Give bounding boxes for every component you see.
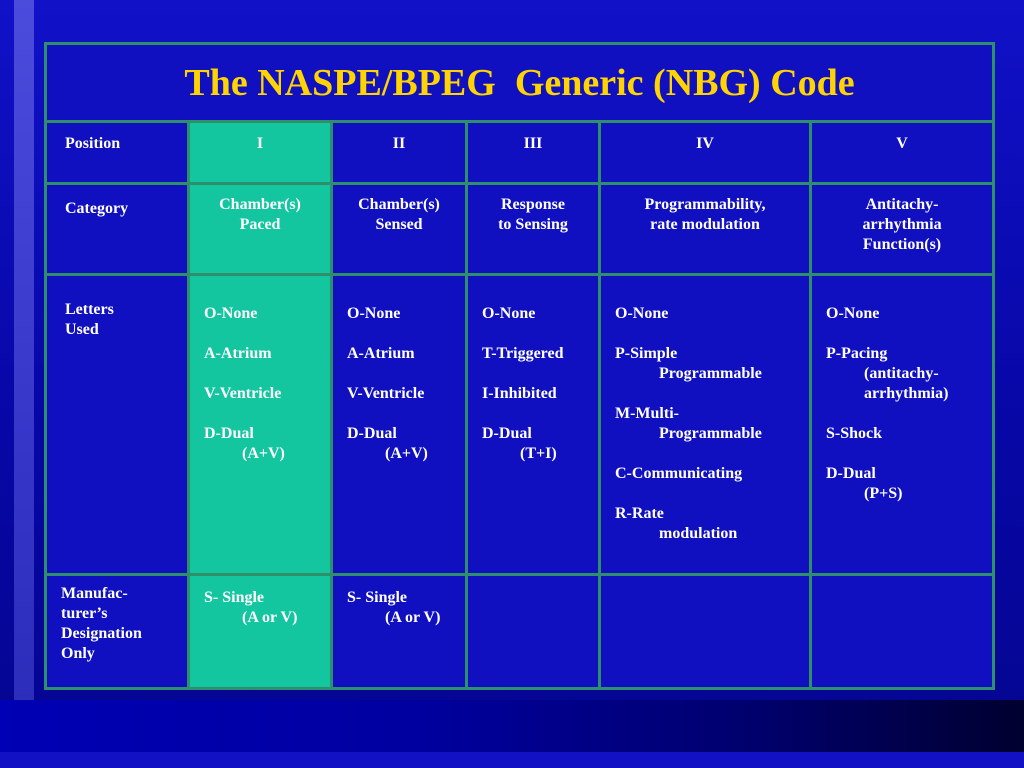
- letter-code: D-Dual: [826, 465, 876, 482]
- row-label-category: Category: [44, 182, 190, 276]
- letter-code-detail: Programmable: [659, 425, 762, 442]
- slide-title: The NASPE/BPEG Generic (NBG) Code: [184, 61, 855, 104]
- manufacturer-col-5: [808, 573, 996, 690]
- letter-code-detail: (antitachy- arrhythmia): [864, 365, 949, 402]
- letter-code: D-Dual: [347, 425, 397, 442]
- letter-entry: V-Ventricle: [347, 384, 465, 404]
- letter-code: P-Simple: [615, 345, 678, 362]
- manufacturer-row: Manufac- turer’s Designation Only S- Sin…: [44, 573, 996, 690]
- letter-code: A-Atrium: [347, 345, 415, 362]
- row-label-position: Position: [44, 120, 190, 185]
- manufacturer-col-1: S- Single (A or V): [187, 573, 333, 690]
- letter-entry: O-None: [482, 304, 598, 324]
- letter-code: P-Pacing: [826, 345, 888, 362]
- position-row: Position I II III IV V: [44, 120, 996, 185]
- category-1: Chamber(s) Paced: [187, 182, 333, 276]
- letter-code-detail: (T+I): [520, 445, 557, 462]
- letter-code: O-None: [204, 305, 258, 322]
- letter-entry: O-None: [204, 304, 330, 324]
- decorative-horizontal-bar: [0, 700, 1024, 752]
- title-cell: The NASPE/BPEG Generic (NBG) Code: [43, 42, 996, 123]
- decorative-bottom-strip: [0, 752, 1024, 768]
- letter-entry: M-Multi- Programmable: [615, 404, 809, 444]
- decorative-vertical-bar: [14, 0, 34, 768]
- letter-code: M-Multi-: [615, 405, 679, 422]
- manufacturer-code: S- Single: [347, 589, 408, 606]
- letter-entry: O-None: [347, 304, 465, 324]
- letter-code-detail: (A+V): [385, 445, 428, 462]
- letter-code: V-Ventricle: [347, 385, 425, 402]
- letter-entry: A-Atrium: [204, 344, 330, 364]
- manufacturer-col-4: [598, 573, 812, 690]
- letter-entry: D-Dual (P+S): [826, 464, 992, 504]
- letter-code: O-None: [482, 305, 536, 322]
- category-2: Chamber(s) Sensed: [330, 182, 468, 276]
- row-label-letters: Letters Used: [44, 273, 190, 576]
- letter-code-detail: modulation: [659, 525, 738, 542]
- nbg-code-table: The NASPE/BPEG Generic (NBG) Code Positi…: [43, 42, 996, 690]
- letter-code: A-Atrium: [204, 345, 272, 362]
- manufacturer-code-detail: (A or V): [242, 609, 298, 626]
- position-header-1: I: [187, 120, 333, 185]
- letter-code: V-Ventricle: [204, 385, 282, 402]
- letter-entry: I-Inhibited: [482, 384, 598, 404]
- category-4: Programmability, rate modulation: [598, 182, 812, 276]
- letter-code: C-Communicating: [615, 465, 743, 482]
- letter-code: R-Rate: [615, 505, 664, 522]
- letter-entry: P-Pacing (antitachy- arrhythmia): [826, 344, 992, 404]
- letter-code: O-None: [347, 305, 401, 322]
- manufacturer-code: S- Single: [204, 589, 265, 606]
- letter-code: S-Shock: [826, 425, 883, 442]
- manufacturer-col-2: S- Single (A or V): [330, 573, 468, 690]
- letter-entry: D-Dual (A+V): [204, 424, 330, 464]
- letter-code-detail: Programmable: [659, 365, 762, 382]
- letter-entry: D-Dual (T+I): [482, 424, 598, 464]
- position-header-2: II: [330, 120, 468, 185]
- letter-entry: D-Dual (A+V): [347, 424, 465, 464]
- letter-code: I-Inhibited: [482, 385, 557, 402]
- category-3: Response to Sensing: [465, 182, 601, 276]
- letter-entry: C-Communicating: [615, 464, 809, 484]
- category-row: Category Chamber(s) Paced Chamber(s) Sen…: [44, 182, 996, 276]
- manufacturer-code-detail: (A or V): [385, 609, 441, 626]
- letter-code-detail: (A+V): [242, 445, 285, 462]
- category-5: Antitachy- arrhythmia Function(s): [808, 182, 996, 276]
- manufacturer-col-3: [465, 573, 601, 690]
- letter-entry: A-Atrium: [347, 344, 465, 364]
- letter-entry: R-Rate modulation: [615, 504, 809, 544]
- position-header-5: V: [808, 120, 996, 185]
- letter-code: O-None: [826, 305, 880, 322]
- position-header-3: III: [465, 120, 601, 185]
- letter-code: T-Triggered: [482, 345, 564, 362]
- letter-entry: T-Triggered: [482, 344, 598, 364]
- letter-entry: O-None: [826, 304, 992, 324]
- letter-code: D-Dual: [482, 425, 532, 442]
- position-header-4: IV: [598, 120, 812, 185]
- title-row: The NASPE/BPEG Generic (NBG) Code: [43, 42, 996, 123]
- letter-entry: S-Shock: [826, 424, 992, 444]
- letter-code-detail: (P+S): [864, 485, 903, 502]
- letter-code: O-None: [615, 305, 669, 322]
- letter-code: D-Dual: [204, 425, 254, 442]
- letter-entry: O-None: [615, 304, 809, 324]
- row-label-manufacturer: Manufac- turer’s Designation Only: [44, 573, 190, 690]
- letter-entry: V-Ventricle: [204, 384, 330, 404]
